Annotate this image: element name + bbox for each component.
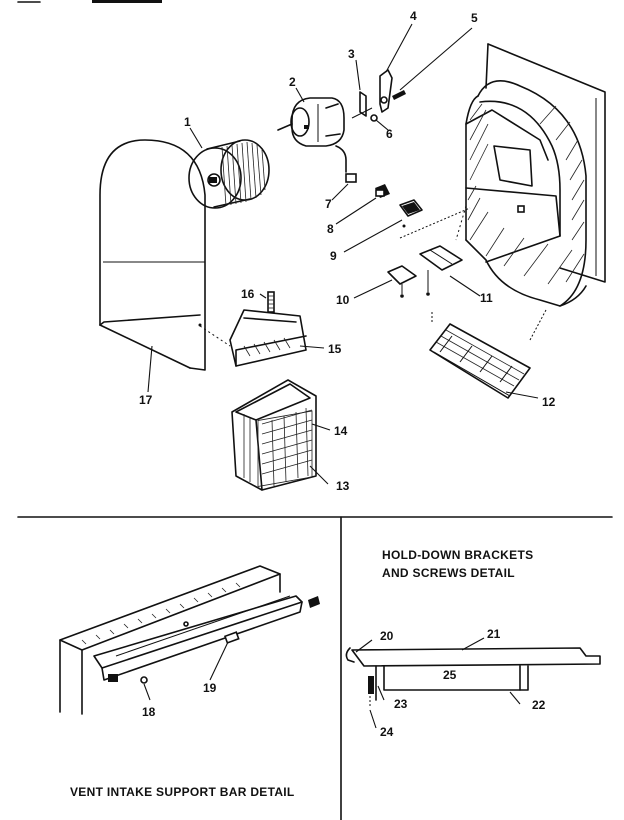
callout-18: 18 [142,705,156,719]
callout-10: 10 [336,293,350,307]
callout-2: 2 [289,75,296,89]
callout-17: 17 [139,393,153,407]
blower-wheel-part [188,139,270,209]
leader-lines [147,23,539,485]
vent-detail-caption: VENT INTAKE SUPPORT BAR DETAIL [70,785,295,799]
blower-motor-part [277,97,347,173]
callout-16: 16 [241,287,255,301]
air-filter-part [231,379,317,491]
holddown-caption-line2: AND SCREWS DETAIL [382,566,515,580]
electrical-parts [345,173,423,228]
callout-numbers: 1 2 3 4 5 6 7 8 9 10 11 12 13 14 15 16 1… [139,9,556,739]
callout-15: 15 [328,342,342,356]
section-dividers [17,516,613,820]
callout-22: 22 [532,698,546,712]
callout-8: 8 [327,222,334,236]
callout-14: 14 [334,424,348,438]
bracket-parts [387,207,471,298]
front-panel-part [99,139,206,371]
callout-9: 9 [330,249,337,263]
holddown-brackets-detail [345,637,601,729]
top-edge-marks [17,0,162,3]
assembly-guide-lines [199,205,467,347]
holddown-caption-line1: HOLD-DOWN BRACKETS [382,548,533,562]
vent-grille-part [429,309,547,399]
callout-20: 20 [380,629,394,643]
callout-21: 21 [487,627,501,641]
callout-6: 6 [386,127,393,141]
callout-3: 3 [348,47,355,61]
vent-support-bar-detail [59,565,320,715]
callout-11: 11 [480,291,493,305]
callout-24: 24 [380,725,394,739]
callout-13: 13 [336,479,350,493]
callout-4: 4 [410,9,417,23]
blower-housing-part [465,43,606,307]
callout-5: 5 [471,11,478,25]
callout-19: 19 [203,681,217,695]
base-tray-part [229,291,307,367]
callout-12: 12 [542,395,556,409]
callout-1: 1 [184,115,191,129]
mounting-hardware-parts [351,69,406,122]
callout-25: 25 [443,668,457,682]
callout-7: 7 [325,197,332,211]
callout-23: 23 [394,697,408,711]
captions: VENT INTAKE SUPPORT BAR DETAIL HOLD-DOWN… [70,548,533,799]
